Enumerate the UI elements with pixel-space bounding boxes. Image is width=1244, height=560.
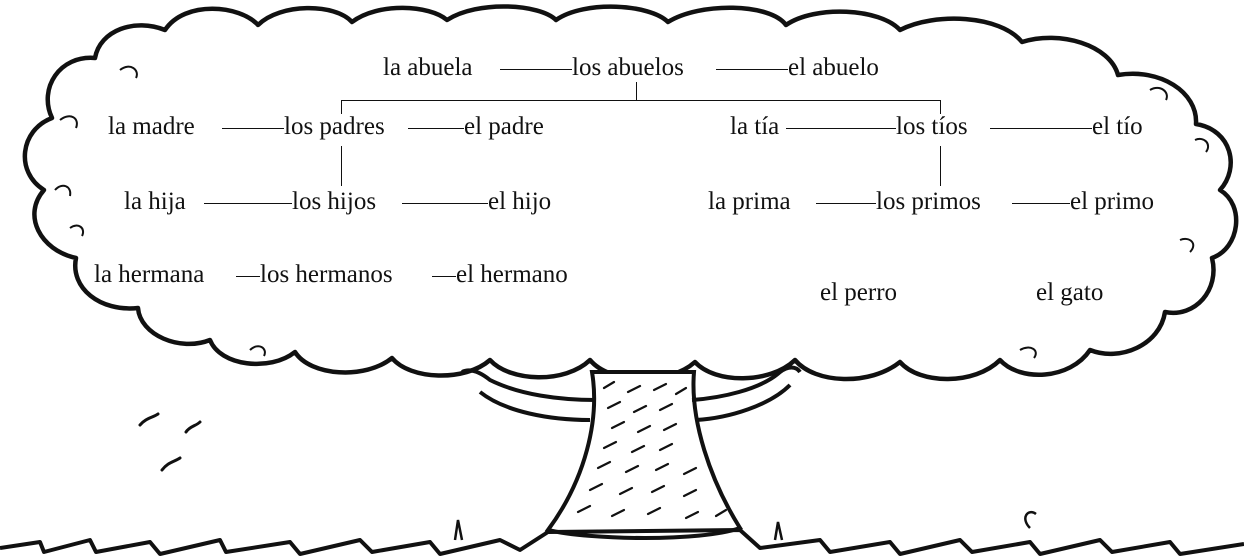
- connector-dash: [716, 69, 788, 70]
- connector-dash: [408, 128, 464, 129]
- label-los-padres: los padres: [284, 113, 385, 140]
- label-el-abuelo: el abuelo: [788, 54, 879, 81]
- birds: [138, 412, 202, 472]
- label-los-primos: los primos: [876, 188, 981, 215]
- label-el-hijo: el hijo: [488, 188, 552, 215]
- connector-dash: [500, 69, 572, 70]
- lineage-bracket: [341, 100, 941, 101]
- canopy-texture: [54, 65, 1210, 359]
- label-los-tios: los tíos: [896, 113, 968, 140]
- connector-dash: [236, 276, 260, 277]
- bark-texture: [576, 380, 728, 520]
- lineage-line: [940, 146, 941, 186]
- label-los-hermanos: los hermanos: [260, 261, 393, 288]
- label-la-tia: la tía: [730, 113, 780, 140]
- label-los-abuelos: los abuelos: [572, 54, 684, 81]
- connector-dash: [1012, 203, 1070, 204]
- label-el-gato: el gato: [1036, 279, 1104, 306]
- label-la-madre: la madre: [108, 113, 195, 140]
- tree-trunk: [544, 370, 744, 540]
- connector-dash: [402, 203, 488, 204]
- right-branch: [691, 365, 802, 422]
- connector-dash: [432, 276, 456, 277]
- ground-grass: [0, 528, 1244, 556]
- label-la-hermana: la hermana: [94, 261, 205, 288]
- label-el-primo: el primo: [1070, 188, 1155, 215]
- connector-dash: [990, 128, 1092, 129]
- lineage-line: [341, 146, 342, 186]
- connector-dash: [816, 203, 876, 204]
- label-la-prima: la prima: [708, 188, 791, 215]
- connector-dash: [204, 203, 292, 204]
- connector-dash: [222, 128, 284, 129]
- label-el-tio: el tío: [1092, 113, 1143, 140]
- lineage-line: [341, 100, 342, 114]
- lineage-line: [636, 82, 637, 100]
- lineage-line: [940, 100, 941, 114]
- grass-tufts: [453, 511, 1037, 541]
- label-los-hijos: los hijos: [292, 188, 377, 215]
- label-la-hija: la hija: [124, 188, 186, 215]
- label-la-abuela: la abuela: [383, 54, 473, 81]
- left-branch: [461, 368, 597, 422]
- connector-dash: [786, 128, 896, 129]
- label-el-padre: el padre: [464, 113, 544, 140]
- label-el-hermano: el hermano: [456, 261, 568, 288]
- label-el-perro: el perro: [820, 279, 898, 306]
- tree-canopy: [22, 4, 1239, 382]
